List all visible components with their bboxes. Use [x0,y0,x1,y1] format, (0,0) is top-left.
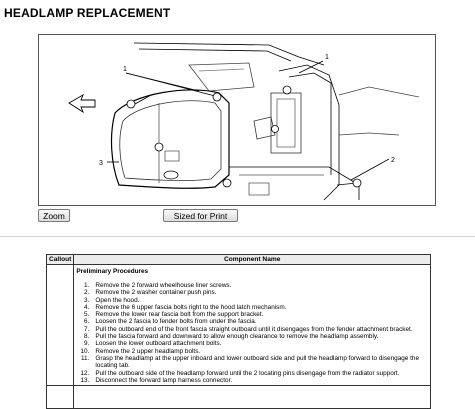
zoom-button[interactable]: Zoom [38,209,70,222]
step-text: Loosen the 2 fascia to fender bolts from… [95,318,257,326]
list-item: 3. Open the hood. [76,297,428,304]
list-item: 12. Pull the outboard side of the headlam… [76,370,428,377]
step-number: 4. [84,303,90,311]
bolt-marker [154,142,164,152]
forward-direction-arrow [68,93,96,114]
step-number: 7. [84,325,90,333]
step-text: Remove the 2 upper headlamp bolts. [95,347,201,355]
step-number: 1. [84,282,90,289]
step-number: 5. [84,311,90,319]
bolt-marker [126,99,136,109]
column-header-component-name: Component Name [73,254,431,265]
list-item: 5. Remove the lower rear fascia bolt from… [76,311,428,318]
bolt-marker [282,85,292,95]
callout-3: 3 [99,160,103,167]
headlamp-illustration[interactable]: 1 1 2 3 [38,34,436,206]
page-title: HEADLAMP REPLACEMENT [4,6,171,20]
step-number: 12. [80,369,90,377]
bolt-marker [352,178,362,188]
headlamp-diagram: 1 1 2 3 [68,42,420,201]
callout-1-right: 1 [325,54,329,61]
callout-2: 2 [391,157,395,164]
list-item: 8. Pull the fascia forward and downward t… [76,333,428,340]
callout-cell [45,263,75,387]
step-text: Pull the fascia forward and downward to … [95,333,379,341]
procedure-cell: Preliminary Procedures 1. Remove the 2 fo… [73,263,431,387]
list-item: 9. Loosen the lower outboard attachment b… [76,340,428,347]
table-row: Preliminary Procedures 1. Remove the 2 fo… [45,263,431,387]
section-divider [0,236,475,237]
step-text: Open the hood. [95,296,140,304]
bolt-marker [222,178,232,188]
list-item: 4. Remove the 6 upper fascia bolts right … [76,304,428,311]
step-text: Disconnect the forward lamp harness conn… [95,376,233,384]
section-title: Preliminary Procedures [76,268,149,275]
step-number: 3. [84,296,90,304]
list-item: 6. Loosen the 2 fascia to fender bolts fr… [76,318,428,325]
procedure-cell [73,385,431,409]
step-text: Remove the lower rear fascia bolt from t… [95,311,264,319]
procedure-table: Callout Component Name Preliminary Proce… [45,254,431,409]
step-text: Remove the 2 washer container push pins. [95,289,217,297]
step-text: Remove the 6 upper fascia bolts right to… [95,303,287,311]
list-item: 1. Remove the 2 forward wheelhouse liner … [76,282,428,289]
step-number: 13. [80,376,90,384]
list-item: 11. Grasp the headlamp at the upper inboa… [76,355,428,370]
column-header-callout: Callout [45,254,75,265]
step-number: 6. [84,318,90,326]
step-text: Remove the 2 forward wheelhouse liner sc… [95,282,232,289]
list-item: 7. Pull the outboard end of the front fas… [76,326,428,333]
list-item: 2. Remove the 2 washer container push pin… [76,289,428,296]
table-row [45,385,431,409]
step-text: Pull the outboard side of the headlamp f… [95,369,400,377]
step-number: 10. [80,347,90,355]
step-number: 9. [84,340,90,348]
step-text: Loosen the lower outboard attachment bol… [95,340,222,348]
callout-1-left: 1 [123,66,127,73]
list-item: 10. Remove the 2 upper headlamp bolts. [76,348,428,355]
bolt-marker [271,125,279,133]
step-number: 11. [80,354,90,362]
callout-cell [45,385,75,409]
bolt-marker [212,92,222,102]
step-text: Grasp the headlamp at the upper inboard … [95,354,420,370]
step-number: 2. [84,289,90,297]
list-item: 13. Disconnect the forward lamp harness c… [76,377,428,384]
step-number: 8. [84,333,90,341]
step-text: Pull the outboard end of the front fasci… [95,325,413,333]
sized-for-print-button[interactable]: Sized for Print [163,209,238,222]
